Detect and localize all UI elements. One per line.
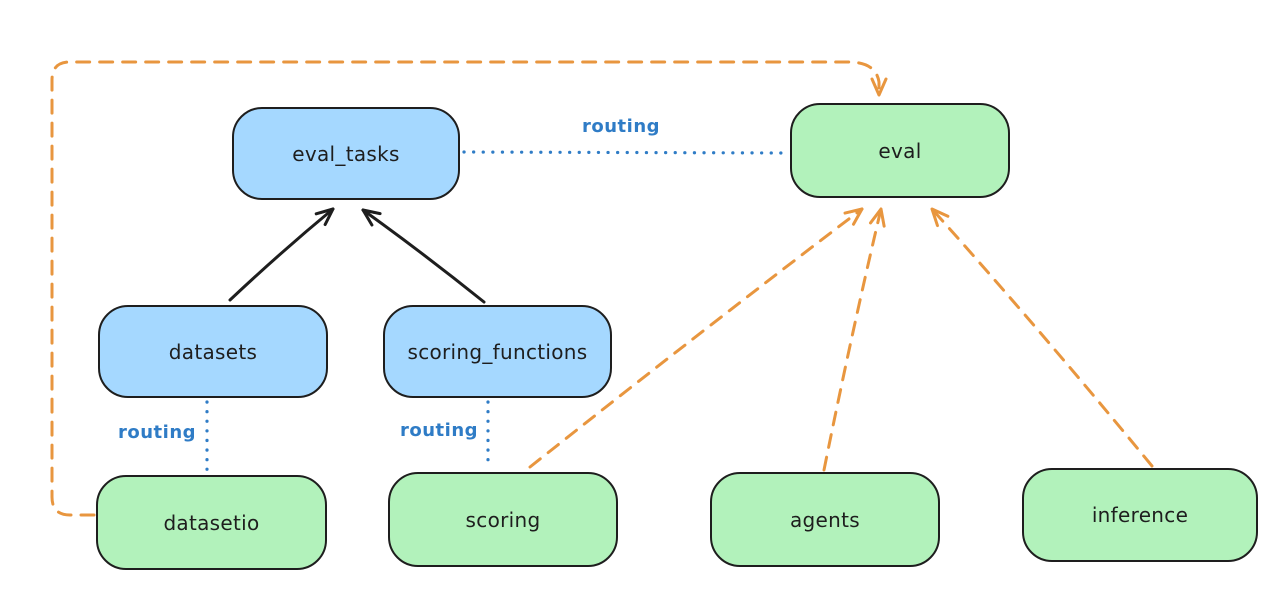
- node-eval-tasks: eval_tasks: [232, 107, 460, 200]
- node-datasets-label: datasets: [168, 339, 258, 364]
- edge-eval-tasks-to-eval-routing: [462, 150, 789, 155]
- node-scoring-functions-label: scoring_functions: [407, 339, 588, 364]
- node-eval-label: eval: [878, 138, 922, 163]
- node-agents-label: agents: [790, 507, 860, 532]
- edge-agents-to-eval: [822, 207, 886, 472]
- node-scoring-label: scoring: [465, 507, 541, 532]
- edge-label-routing-datasets: routing: [118, 422, 197, 443]
- node-datasetio: datasetio: [96, 475, 327, 570]
- edge-label-routing-top: routing: [582, 116, 661, 137]
- node-eval: eval: [790, 103, 1010, 198]
- node-inference-label: inference: [1091, 503, 1189, 527]
- node-datasetio-label: datasetio: [163, 510, 260, 535]
- node-agents: agents: [710, 472, 940, 567]
- edge-scoring-functions-to-eval-tasks: [361, 208, 486, 304]
- node-scoring-functions: scoring_functions: [383, 305, 612, 398]
- edge-datasets-to-eval-tasks: [228, 207, 335, 302]
- node-datasets: datasets: [98, 305, 328, 398]
- edge-datasetio-to-eval: [50, 60, 888, 517]
- node-scoring: scoring: [388, 472, 618, 567]
- edge-scoring-to-eval: [528, 207, 864, 469]
- edge-label-routing-scoring: routing: [400, 420, 479, 441]
- node-inference: inference: [1022, 468, 1258, 562]
- node-eval-tasks-label: eval_tasks: [292, 141, 400, 166]
- edge-inference-to-eval: [930, 207, 1154, 468]
